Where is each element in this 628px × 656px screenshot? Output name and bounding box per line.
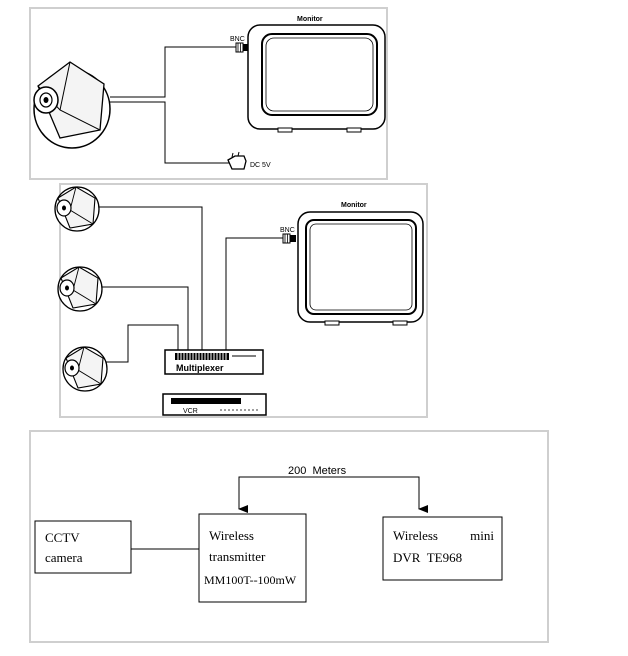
multiplexer-icon (164, 349, 264, 375)
camera2-cable (102, 286, 189, 350)
camera1-cable (99, 206, 203, 350)
monitor-label: Monitor (297, 16, 323, 23)
panel-frame (59, 183, 428, 418)
distance-line (238, 476, 428, 513)
distance-label: 200 Meters (288, 465, 347, 477)
camera3-cable (106, 324, 179, 363)
panel-multi-camera: Multiplexer VCR BNC Monitor (54, 183, 428, 418)
dc-adapter-icon (227, 151, 247, 170)
monitor-icon (297, 211, 424, 326)
cctv-camera-line1: CCTV (45, 530, 80, 545)
panel-frame (29, 7, 388, 180)
multiplexer-label: Multiplexer (176, 363, 224, 373)
cctv-camera-box (34, 520, 132, 574)
bnc-connector-icon (282, 233, 296, 244)
power-cable (110, 101, 230, 164)
wireless-dvr-box (382, 516, 503, 581)
dome-camera-icon (54, 186, 100, 232)
panel-wireless: 200 Meters CCTV camera Wireless transmit… (29, 430, 549, 643)
dome-camera-icon (62, 346, 108, 392)
monitor-label: Monitor (341, 202, 367, 209)
monitor-icon (247, 24, 386, 133)
transmitter-line2: transmitter (209, 549, 266, 564)
video-cable (110, 46, 236, 98)
bnc-label: BNC (280, 227, 295, 234)
dvr-line1-left: Wireless (393, 528, 438, 543)
transmitter-line3: MM100T--100mW (204, 573, 297, 587)
dome-camera-icon (57, 266, 103, 312)
bnc-label: BNC (230, 36, 245, 43)
panel-frame (29, 430, 549, 643)
dc-label: DC 5V (250, 162, 271, 169)
dvr-line1-right: mini (470, 528, 494, 543)
cctv-camera-line2: camera (45, 550, 83, 565)
panel-single-camera: BNC DC 5V Monitor (29, 7, 388, 180)
bnc-connector-icon (235, 42, 249, 53)
wireless-transmitter-box (198, 513, 307, 603)
dvr-line2: DVR TE968 (393, 550, 462, 565)
vcr-icon (162, 393, 267, 416)
dome-camera-icon (33, 61, 111, 149)
transmitter-line1: Wireless (209, 528, 254, 543)
vcr-label: VCR (183, 408, 198, 415)
monitor-cable (225, 237, 283, 350)
